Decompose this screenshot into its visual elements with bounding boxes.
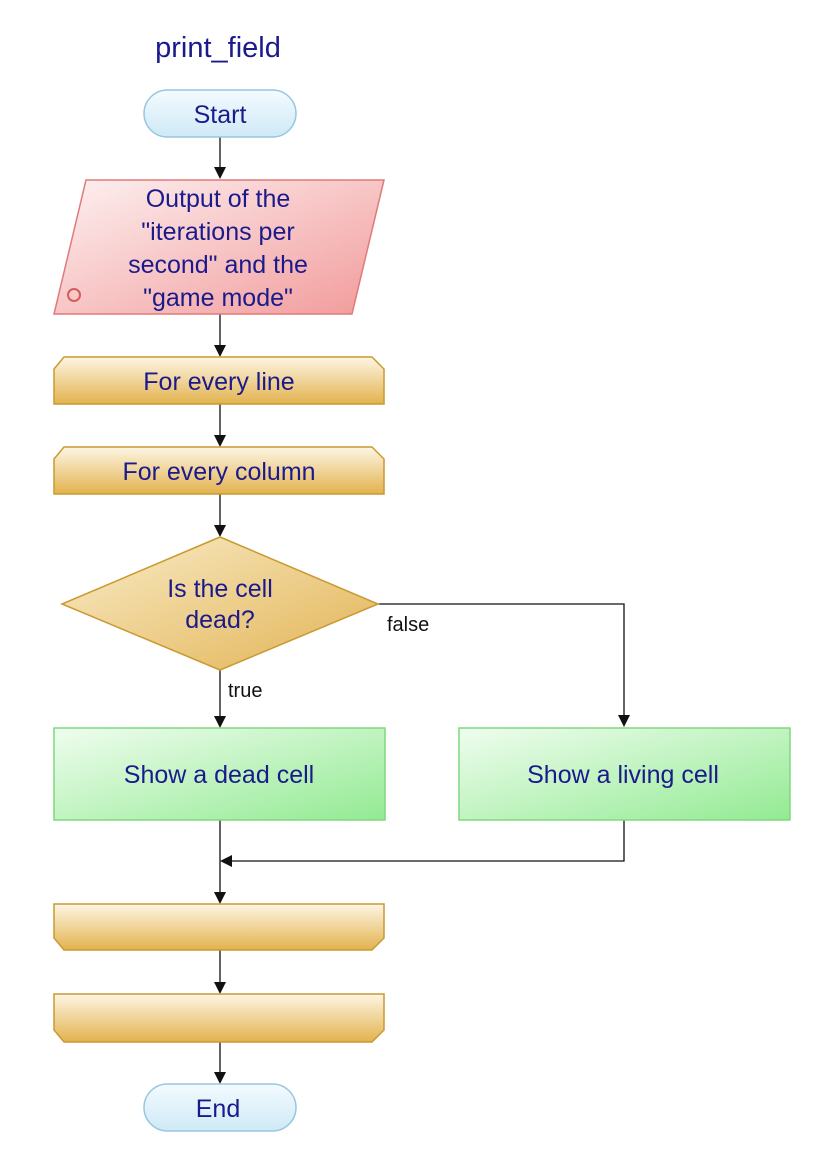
true-label: true [228, 680, 262, 702]
io-marker-icon [67, 288, 81, 302]
loop-start-columns-label: For every column [122, 458, 315, 486]
process-show-dead-cell-label: Show a dead cell [124, 761, 314, 789]
output-label-line-4: "game mode" [143, 284, 293, 312]
loop-end-lines[interactable] [53, 993, 385, 1043]
decision-label-line-1: Is the cell [167, 575, 273, 603]
start-terminal[interactable]: Start [143, 89, 297, 138]
connectors [214, 137, 630, 1084]
edge-decision-false [378, 603, 625, 716]
false-label: false [387, 614, 429, 636]
decision-cell-dead[interactable]: Is the cell dead? [60, 536, 380, 671]
end-label: End [196, 1095, 240, 1123]
loop-start-lines-label: For every line [143, 368, 294, 396]
process-show-living-cell-label: Show a living cell [527, 761, 719, 789]
output-io-node[interactable]: Output of the "iterations per second" an… [53, 179, 385, 315]
diagram-title: print_field [155, 32, 281, 64]
process-show-living-cell[interactable]: Show a living cell [458, 727, 791, 821]
loop-start-lines[interactable]: For every line [53, 356, 385, 405]
loop-start-columns[interactable]: For every column [53, 446, 385, 495]
edge-living-cell-merge [232, 820, 625, 862]
output-label-line-2: "iterations per [141, 218, 294, 246]
output-label-line-3: second" and the [128, 251, 308, 279]
loop-end-columns[interactable] [53, 903, 385, 951]
output-label-line-1: Output of the [146, 185, 291, 213]
decision-label-line-2: dead? [185, 606, 255, 634]
start-label: Start [194, 101, 247, 129]
process-show-dead-cell[interactable]: Show a dead cell [53, 727, 386, 821]
end-terminal[interactable]: End [143, 1083, 297, 1132]
